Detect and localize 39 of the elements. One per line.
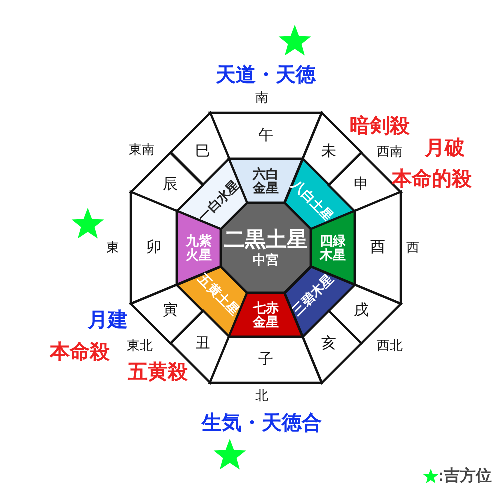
branch-label: 酉 bbox=[370, 240, 386, 256]
direction-label: 東 bbox=[106, 239, 120, 257]
branch-label: 辰 bbox=[162, 177, 178, 194]
branch-label: 寅 bbox=[162, 302, 178, 319]
direction-label: 西南 bbox=[377, 143, 403, 161]
star-name: 九紫火星 bbox=[186, 234, 212, 262]
fortune-label: 生気・天徳合 bbox=[202, 412, 322, 436]
fortune-label: 五黄殺 bbox=[128, 360, 188, 386]
branch-label: 卯 bbox=[146, 240, 162, 256]
star-name: 七赤金星 bbox=[252, 301, 279, 329]
branch-label: 午 bbox=[258, 128, 274, 144]
star-name: 六白金星 bbox=[252, 167, 279, 195]
fortune-label: 月建 bbox=[88, 308, 128, 334]
center-star-name: 二黒土星 bbox=[224, 228, 308, 253]
fortune-label: 本命殺 bbox=[50, 340, 110, 366]
legend-label: :吉方位 bbox=[438, 466, 492, 487]
branch-label: 未 bbox=[321, 144, 336, 160]
star-name: 四緑木星 bbox=[320, 234, 346, 262]
star-name: 一白水星 bbox=[195, 177, 242, 224]
branch-label: 申 bbox=[354, 177, 370, 194]
direction-label: 東北 bbox=[127, 337, 153, 355]
fortune-label: 天道・天徳 bbox=[216, 64, 316, 88]
branch-label: 丑 bbox=[196, 336, 211, 352]
branch-label: 巳 bbox=[196, 144, 211, 160]
fortune-label: 本命的殺 bbox=[392, 168, 472, 192]
star-name: 八白土星 bbox=[290, 177, 337, 224]
direction-label: 西 bbox=[406, 239, 420, 257]
star-name: 五黄土星 bbox=[195, 272, 242, 319]
direction-label: 南 bbox=[256, 89, 268, 107]
direction-label: 北 bbox=[256, 387, 268, 405]
branch-label: 子 bbox=[258, 352, 274, 368]
branch-label: 亥 bbox=[321, 336, 336, 352]
fortune-label: 月破 bbox=[425, 136, 465, 162]
direction-label: 東南 bbox=[129, 141, 155, 159]
fortune-label: 暗剣殺 bbox=[350, 114, 410, 140]
direction-label: 西北 bbox=[377, 337, 403, 355]
star-name: 三碧木星 bbox=[290, 272, 337, 319]
center-palace-label: 中宮 bbox=[252, 252, 280, 268]
branch-label: 戌 bbox=[354, 302, 370, 319]
